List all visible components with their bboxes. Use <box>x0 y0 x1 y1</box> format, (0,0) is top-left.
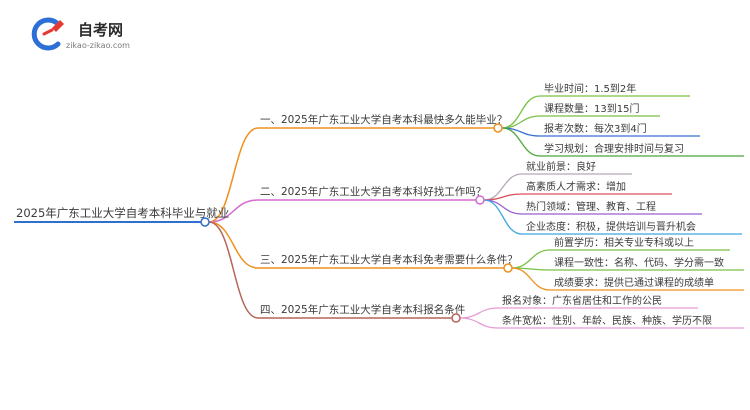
leaf-node-label: 条件宽松：性别、年龄、民族、种族、学历不限 <box>502 314 712 327</box>
branch-node-label: 三、2025年广东工业大学自考本科免考需要什么条件？ <box>260 253 518 266</box>
site-logo: 自考网 zikao-zikao.com <box>31 17 130 51</box>
root-to-branch-connector <box>208 221 259 269</box>
branch-to-leaf-connector <box>483 199 523 215</box>
leaf-node-label: 课程数量：13到15门 <box>544 102 639 115</box>
leaf-node-label: 报名对象：广东省居住和工作的公民 <box>502 294 662 307</box>
leaf-node-label: 报考次数：每次3到4门 <box>544 122 647 135</box>
branch-to-leaf-connector <box>501 95 541 129</box>
branch-to-leaf-connector <box>483 199 523 235</box>
leaf-node-label: 企业态度：积极，提供培训与晋升机会 <box>526 220 696 233</box>
branch-to-leaf-connector <box>501 127 541 157</box>
root-to-branch-connector <box>208 127 259 223</box>
mindmap-nodes: 2025年广东工业大学自考本科毕业与就业 一、2025年广东工业大学自考本科最快多… <box>14 82 744 329</box>
logo-domain: zikao-zikao.com <box>66 41 130 50</box>
branch-node-circle <box>503 263 513 273</box>
leaf-node-label: 热门领域：管理、教育、工程 <box>526 200 656 213</box>
branch-to-leaf-connector <box>459 307 499 319</box>
leaf-node-label: 毕业时间：1.5到2年 <box>544 82 636 95</box>
leaf-node-label: 成绩要求：提供已通过课程的成绩单 <box>554 276 714 289</box>
leaf-node-label: 就业前景：良好 <box>526 160 596 173</box>
logo-name: 自考网 <box>78 21 123 39</box>
branch-node-label: 四、2025年广东工业大学自考本科报名条件 <box>260 303 465 316</box>
branch-to-leaf-connector <box>459 317 499 329</box>
branch-node-label: 二、2025年广东工业大学自考本科好找工作吗？ <box>260 185 486 198</box>
branch-node-circle <box>451 313 461 323</box>
branch-node-circle <box>475 195 485 205</box>
branch-to-leaf-connector <box>511 267 551 291</box>
logo-mark-icon <box>31 17 64 51</box>
branch-to-leaf-connector <box>483 173 523 201</box>
root-to-branch-connector <box>208 221 259 319</box>
root-to-branch-connector <box>208 199 259 223</box>
branch-node-circle <box>493 123 503 133</box>
leaf-node-label: 课程一致性：名称、代码、学分需一致 <box>554 256 724 269</box>
branch-node-label: 一、2025年广东工业大学自考本科最快多久能毕业？ <box>260 113 507 126</box>
leaf-node-label: 高素质人才需求：增加 <box>526 180 626 193</box>
connector-lines <box>208 95 551 329</box>
root-node-circle <box>200 217 210 227</box>
root-node-label: 2025年广东工业大学自考本科毕业与就业 <box>16 206 229 220</box>
leaf-node-label: 学习规划：合理安排时间与复习 <box>544 142 684 155</box>
leaf-node-label: 前置学历：相关专业专科或以上 <box>554 236 694 249</box>
branch-to-leaf-connector <box>483 193 523 201</box>
